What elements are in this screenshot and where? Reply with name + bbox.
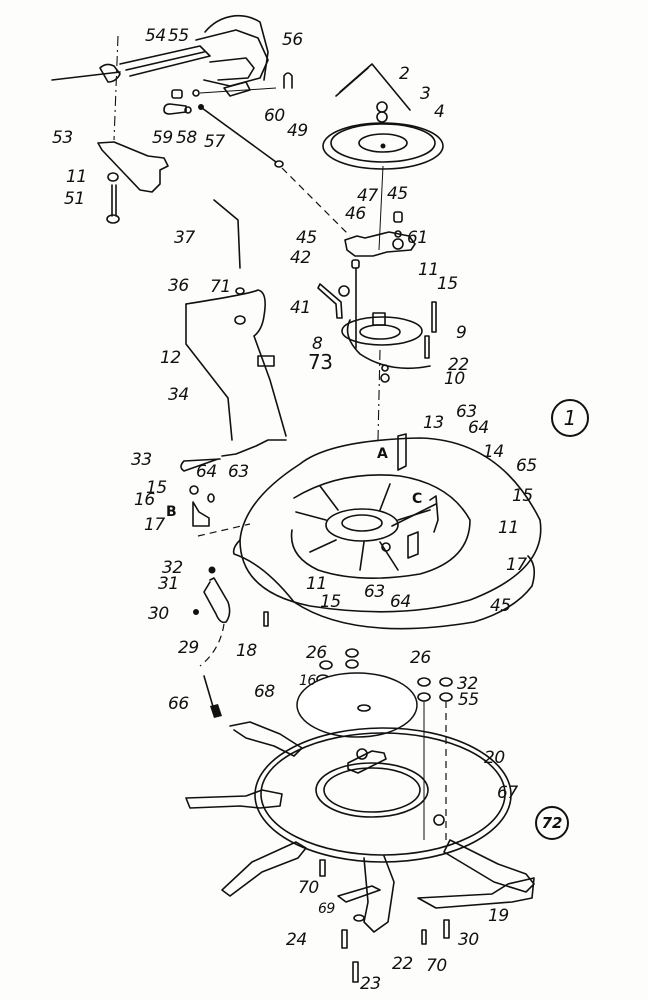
part-label-61: 61: [407, 228, 428, 248]
part-label-24: 24: [286, 930, 307, 950]
part-label-65: 65: [516, 456, 537, 476]
part-label-32-b: 32: [457, 674, 478, 694]
control-lever-assembly: [51, 15, 351, 237]
discharge-chute: [180, 199, 287, 472]
part-label-2: 2: [399, 64, 410, 84]
part-label-22-b: 22: [392, 954, 413, 974]
idler-arm: [317, 211, 416, 349]
part-label-54: 54: [145, 26, 166, 46]
part-label-13: 13: [423, 413, 444, 433]
mower-deck: [232, 433, 542, 630]
latch-assembly: [193, 566, 269, 718]
part-label-18: 18: [236, 641, 257, 661]
part-label-29: 29: [178, 638, 199, 658]
part-label-53: 53: [52, 128, 73, 148]
group-marker-1: 1: [551, 399, 589, 437]
part-label-15-b: 15: [146, 478, 167, 498]
part-label-63-c: 63: [364, 582, 385, 602]
part-label-30-b: 30: [458, 930, 479, 950]
group-marker-72-text: 72: [541, 814, 563, 832]
part-label-15-d: 15: [320, 592, 341, 612]
part-label-11-c: 11: [498, 518, 519, 538]
pulley-assembly: [322, 63, 444, 251]
part-label-45-c: 45: [490, 596, 511, 616]
reference-letter-a: A: [377, 446, 388, 462]
part-label-32-a: 32: [162, 558, 183, 578]
part-label-10: 10: [444, 369, 465, 389]
bracket-b: [189, 485, 251, 537]
part-label-68: 68: [254, 682, 275, 702]
part-label-60: 60: [264, 106, 285, 126]
group-marker-72: 72: [535, 806, 569, 840]
part-label-26-b: 26: [410, 648, 431, 668]
part-label-64-a: 64: [196, 462, 217, 482]
part-label-11-b: 11: [418, 260, 439, 280]
part-label-73: 73: [308, 350, 333, 374]
part-label-41: 41: [290, 298, 311, 318]
part-label-34: 34: [168, 385, 189, 405]
part-label-3: 3: [420, 84, 431, 104]
part-label-16-a: 16: [134, 490, 155, 510]
part-label-22-a: 22: [448, 355, 469, 375]
part-label-19: 19: [488, 906, 509, 926]
blade-adapter-stack: [296, 648, 453, 840]
part-label-11: 11: [66, 167, 87, 187]
part-label-17-b: 17: [506, 555, 527, 575]
part-label-46: 46: [345, 204, 366, 224]
part-label-63-a: 63: [228, 462, 249, 482]
part-label-9: 9: [456, 323, 467, 343]
part-label-42: 42: [290, 248, 311, 268]
part-label-69: 69: [318, 901, 335, 917]
part-label-23: 23: [360, 974, 381, 994]
part-label-8: 8: [312, 334, 323, 354]
part-label-47: 47: [357, 186, 378, 206]
part-label-51: 51: [64, 189, 85, 209]
reference-letter-c: C: [412, 491, 422, 507]
part-label-66: 66: [168, 694, 189, 714]
part-label-70-a: 70: [298, 878, 319, 898]
part-label-63-b: 63: [456, 402, 477, 422]
part-label-64-c: 64: [390, 592, 411, 612]
part-label-45-a: 45: [387, 184, 408, 204]
part-label-15-a: 15: [437, 274, 458, 294]
part-label-58: 58: [176, 128, 197, 148]
part-label-30-a: 30: [148, 604, 169, 624]
part-label-26-a: 26: [306, 643, 327, 663]
part-label-36: 36: [168, 276, 189, 296]
part-label-55-b: 55: [458, 690, 479, 710]
group-marker-1-text: 1: [563, 406, 577, 430]
part-label-71: 71: [210, 277, 231, 297]
part-label-11-d: 11: [306, 574, 327, 594]
part-label-49: 49: [287, 121, 308, 141]
part-label-56: 56: [282, 30, 303, 50]
reference-letter-b: B: [166, 504, 177, 520]
part-label-17-a: 17: [144, 515, 165, 535]
part-label-33: 33: [131, 450, 152, 470]
part-label-37: 37: [174, 228, 195, 248]
spindle-housing: [341, 301, 437, 441]
part-label-31: 31: [158, 574, 179, 594]
part-label-45-b: 45: [296, 228, 317, 248]
part-label-57: 57: [204, 132, 225, 152]
part-label-67: 67: [497, 783, 518, 803]
blade-carrier: [185, 721, 535, 983]
part-label-4: 4: [434, 102, 445, 122]
part-label-64-b: 64: [468, 418, 489, 438]
part-label-14: 14: [483, 442, 504, 462]
part-label-16-b: 16: [299, 673, 316, 689]
part-label-70-b: 70: [426, 956, 447, 976]
part-label-55: 55: [168, 26, 189, 46]
part-label-59: 59: [152, 128, 173, 148]
part-label-12: 12: [160, 348, 181, 368]
part-label-20: 20: [484, 748, 505, 768]
part-label-15-c: 15: [512, 486, 533, 506]
